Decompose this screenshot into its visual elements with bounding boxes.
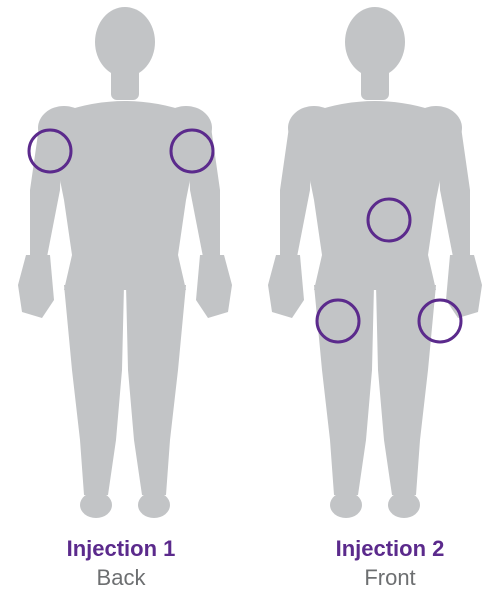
injection-title: Injection 1 [31, 535, 211, 563]
figure-front [250, 0, 500, 520]
human-silhouette-front-icon [268, 7, 482, 518]
figure-back [0, 0, 250, 520]
injection-view-label: Front [300, 563, 480, 593]
injection-title: Injection 2 [300, 535, 480, 563]
human-silhouette-back-icon [18, 7, 232, 518]
injection-view-label: Back [31, 563, 211, 593]
injection-1-caption: Injection 1 Back [31, 535, 211, 593]
injection-2-caption: Injection 2 Front [300, 535, 480, 593]
